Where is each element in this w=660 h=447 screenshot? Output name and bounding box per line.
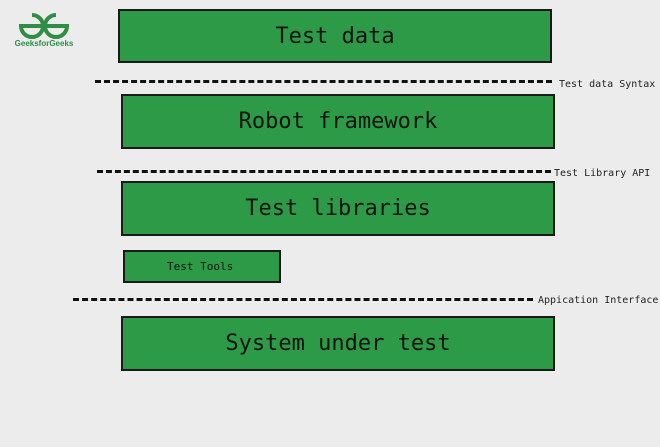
- application-interface-line: [73, 298, 533, 301]
- gfg-logo: GeeksforGeeks: [13, 12, 75, 52]
- test-libraries-box: Test libraries: [121, 181, 555, 236]
- test-library-api-label: Test Library API: [554, 168, 651, 179]
- test-library-api-line: [97, 170, 551, 173]
- test-data-box: Test data: [118, 9, 552, 63]
- robot-framework-box: Robot framework: [121, 94, 555, 149]
- application-interface-label: Appication Interface: [538, 295, 659, 306]
- test-tools-box: Test Tools: [123, 250, 281, 283]
- test-data-syntax-label: Test data Syntax: [559, 79, 656, 90]
- test-data-syntax-line: [95, 80, 552, 83]
- system-under-test-box: System under test: [121, 316, 555, 371]
- gfg-logo-icon: [18, 13, 70, 39]
- logo-text: GeeksforGeeks: [14, 39, 74, 48]
